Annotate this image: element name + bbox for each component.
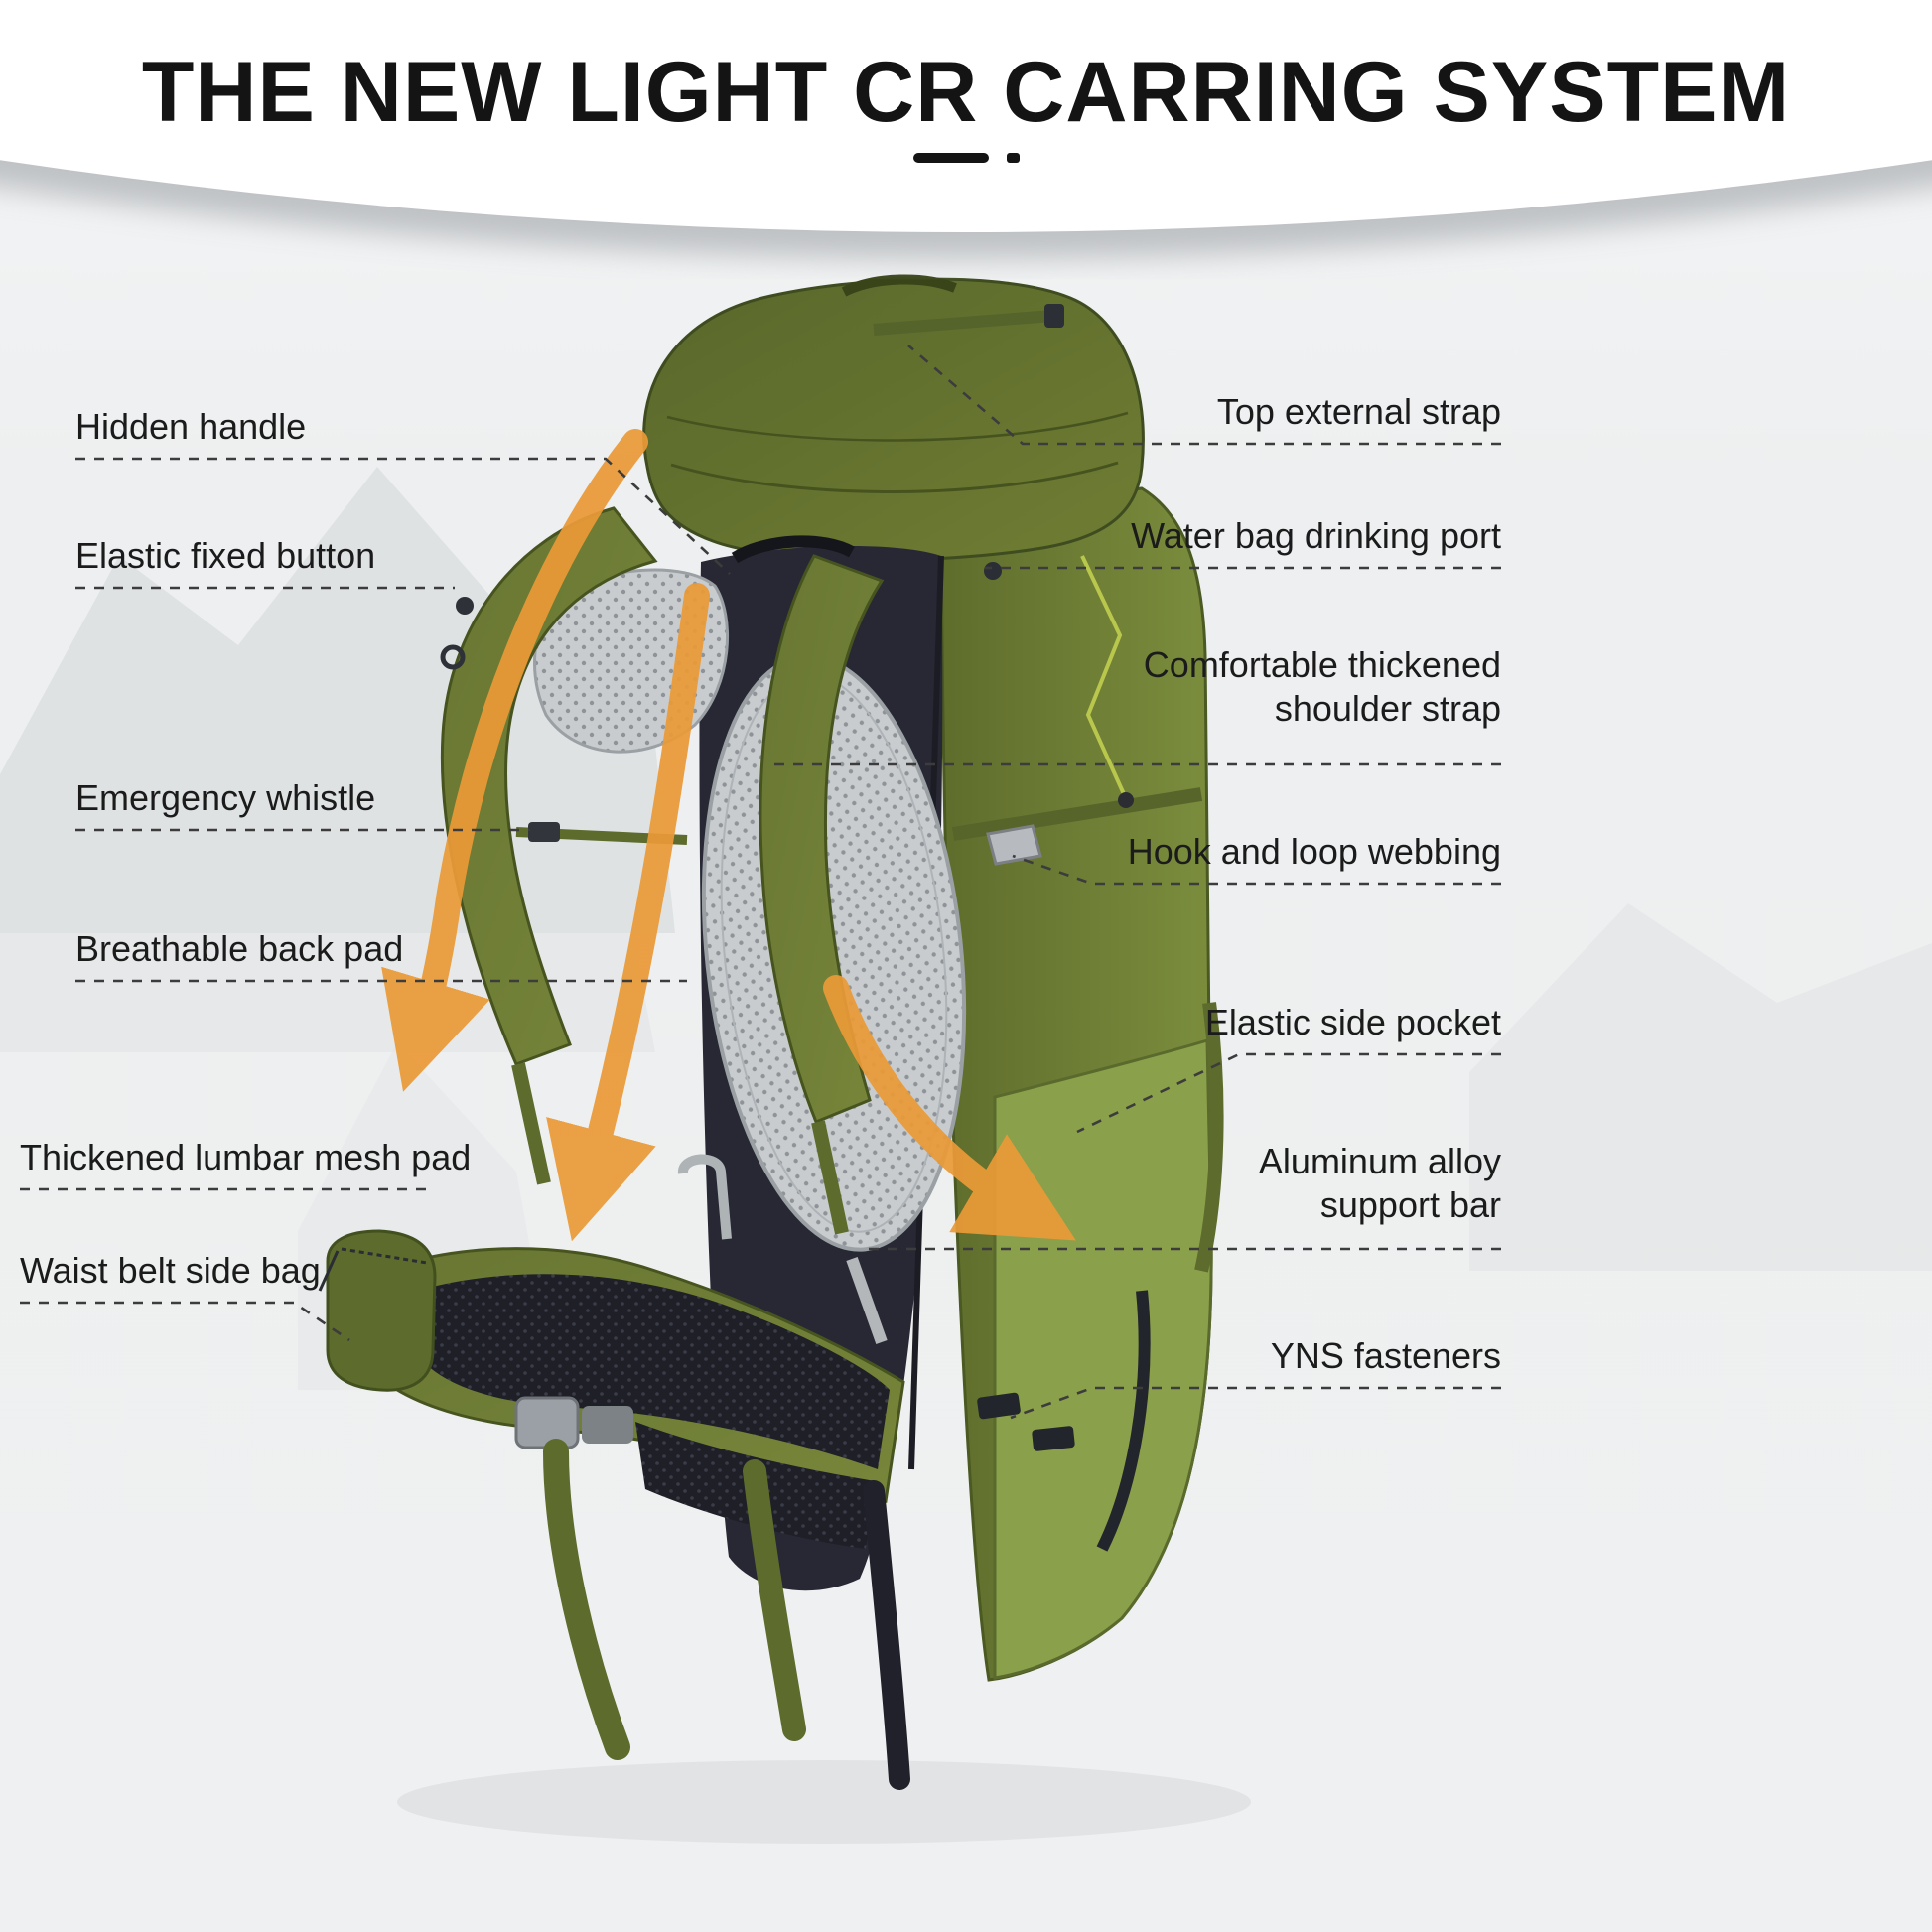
yns-fastener xyxy=(1032,1426,1075,1451)
callout-text: Aluminum alloy support bar xyxy=(1258,1141,1501,1225)
cord-lock xyxy=(1118,792,1134,808)
strap-adjuster-left xyxy=(511,1062,551,1185)
top-strap-buckle xyxy=(1044,304,1064,328)
callout-top-external-strap: Top external strap xyxy=(1217,390,1501,434)
title-divider xyxy=(0,153,1932,163)
callout-breathable-back-pad: Breathable back pad xyxy=(75,927,403,971)
backpack-illustration xyxy=(318,274,1224,1790)
callout-elastic-fixed-button: Elastic fixed button xyxy=(75,534,375,578)
elastic-fixed-button-shape xyxy=(456,597,474,615)
compression-strap xyxy=(951,787,1203,841)
callout-text: YNS fasteners xyxy=(1270,1335,1501,1376)
callout-text: Elastic side pocket xyxy=(1204,1002,1501,1042)
callout-hidden-handle: Hidden handle xyxy=(75,405,306,449)
pouch-zipper xyxy=(341,1247,428,1265)
airflow-arrow-center xyxy=(546,583,710,1242)
callout-text: Waist belt side bag xyxy=(20,1250,321,1291)
callout-comfortable-thickened-shoulder-strap: Comfortable thickened shoulder strap xyxy=(1104,643,1501,731)
airflow-arrow-left xyxy=(381,429,648,1092)
callout-water-bag-drinking-port: Water bag drinking port xyxy=(1131,514,1501,558)
leader-lines xyxy=(20,345,1501,1420)
d-ring xyxy=(440,644,466,670)
leader-hidden-handle xyxy=(75,457,731,575)
top-external-strap-shape xyxy=(873,310,1053,336)
shoulder-strap-inner xyxy=(759,554,885,1124)
whistle-buckle xyxy=(528,822,560,842)
callout-aluminum-alloy-support-bar: Aluminum alloy support bar xyxy=(1243,1140,1501,1227)
yns-fastener xyxy=(977,1392,1021,1420)
callout-text: Hidden handle xyxy=(75,406,307,447)
callout-text: Water bag drinking port xyxy=(1131,515,1501,556)
leader-yns-fasteners xyxy=(1010,1386,1501,1420)
callout-yns-fasteners: YNS fasteners xyxy=(1271,1334,1501,1378)
strap-tails xyxy=(543,1439,910,1790)
ground-shadow xyxy=(397,1760,1251,1844)
leader-hook-and-loop-webbing xyxy=(1012,854,1501,886)
callout-thickened-lumbar-mesh-pad: Thickened lumbar mesh pad xyxy=(20,1136,471,1179)
waist-belt-mesh xyxy=(417,1274,890,1469)
water-port xyxy=(984,562,1002,580)
leader-waist-belt-side-bag xyxy=(20,1301,350,1342)
leader-top-external-strap xyxy=(907,345,1501,446)
callout-elastic-side-pocket: Elastic side pocket xyxy=(1205,1001,1501,1044)
lid-seam xyxy=(670,461,1119,493)
waist-belt-pouch xyxy=(326,1229,437,1392)
callout-text: Comfortable thickened shoulder strap xyxy=(1143,644,1501,729)
side-strap-olive xyxy=(1194,1002,1224,1273)
page-title: THE NEW LIGHT CR CARRING SYSTEM xyxy=(141,45,1791,140)
hidden-handle-shape xyxy=(731,535,855,564)
strap-adjuster-right xyxy=(811,1120,849,1235)
drawcord xyxy=(1080,555,1126,795)
belt-buckle xyxy=(514,1396,633,1449)
aluminum-bar xyxy=(678,1154,732,1240)
callout-text: Hook and loop webbing xyxy=(1127,831,1501,872)
backpack-lid xyxy=(642,277,1145,562)
lid-seam-upper xyxy=(666,411,1129,442)
callout-waist-belt-side-bag: Waist belt side bag xyxy=(20,1249,321,1293)
airflow-arrows xyxy=(381,429,1076,1242)
airflow-arrow-right xyxy=(823,975,1076,1241)
shoulder-strap-outer xyxy=(440,506,658,1066)
leader-elastic-side-pocket xyxy=(1076,1052,1501,1134)
callout-text: Top external strap xyxy=(1216,391,1501,432)
callout-text: Breathable back pad xyxy=(75,928,404,969)
pouch-zip-pull xyxy=(318,1250,340,1292)
hook-buckle xyxy=(986,824,1042,866)
divider-dash xyxy=(912,153,989,163)
callout-emergency-whistle: Emergency whistle xyxy=(75,776,375,820)
elastic-side-pocket-shape xyxy=(993,1037,1213,1680)
callout-text: Emergency whistle xyxy=(75,777,376,818)
callout-text: Elastic fixed button xyxy=(75,535,376,576)
side-strap-black xyxy=(1096,1290,1151,1552)
callout-hook-and-loop-webbing: Hook and loop webbing xyxy=(1128,830,1501,874)
callout-text: Thickened lumbar mesh pad xyxy=(20,1137,472,1177)
divider-dot xyxy=(1006,153,1020,163)
top-handle xyxy=(841,274,957,297)
aluminum-bar-2 xyxy=(846,1256,888,1345)
